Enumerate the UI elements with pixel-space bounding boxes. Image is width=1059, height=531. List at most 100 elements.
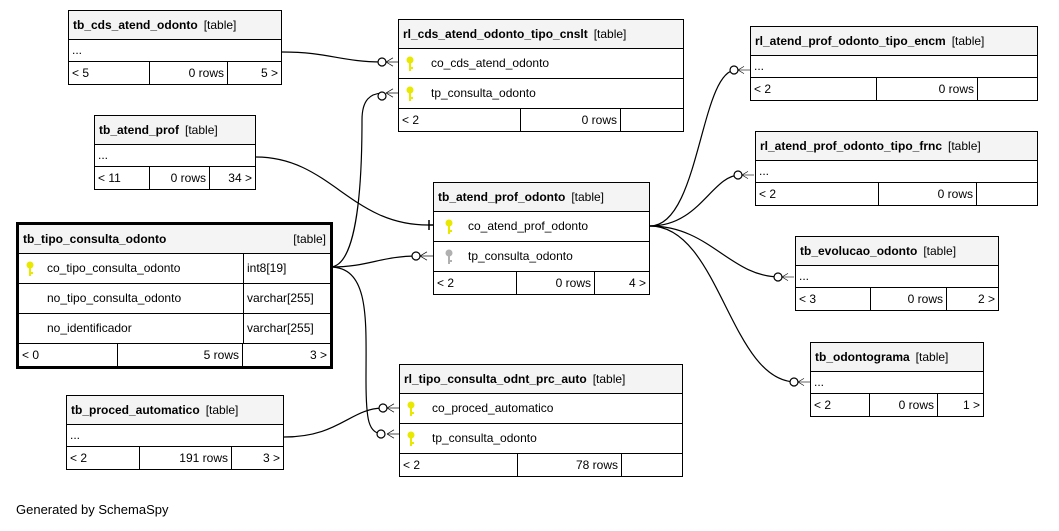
table-footer: < 5 0 rows 5 > (69, 62, 281, 84)
children-link[interactable]: 3 > (231, 447, 283, 469)
edge-cds-to-rl-cnslt (281, 51, 385, 63)
column-row[interactable]: no_tipo_consulta_odonto varchar[255] (19, 284, 330, 314)
column-row[interactable]: tp_consulta_odonto (400, 424, 682, 454)
row-count: 0 rows (516, 272, 594, 294)
column-name: tp_consulta_odonto (431, 86, 536, 100)
marker-frnc (733, 170, 743, 180)
column-name: tp_consulta_odonto (432, 431, 537, 445)
table-tb-evolucao-odonto[interactable]: tb_evolucao_odonto[table] ... < 3 0 rows… (795, 236, 999, 311)
table-footer: < 2 0 rows 1 > (811, 394, 983, 416)
table-header: rl_cds_atend_odonto_tipo_cnslt [table] (399, 20, 683, 49)
table-ellipsis: ... (796, 266, 998, 288)
parents-link[interactable]: < 2 (754, 82, 772, 96)
table-name[interactable]: tb_atend_prof_odonto (438, 190, 566, 204)
table-tb-odontograma[interactable]: tb_odontograma[table] ... < 2 0 rows 1 > (810, 342, 984, 417)
table-name[interactable]: rl_cds_atend_odonto_tipo_cnslt (403, 27, 588, 41)
column-name: co_tipo_consulta_odonto (47, 261, 181, 275)
column-row[interactable]: co_tipo_consulta_odonto int8[19] (19, 254, 330, 284)
column-row[interactable]: tp_consulta_odonto (399, 79, 683, 109)
table-rl-cds-atend-odonto-tipo-cnslt[interactable]: rl_cds_atend_odonto_tipo_cnslt [table] co… (398, 19, 684, 132)
children-link[interactable] (620, 109, 683, 131)
column-row[interactable]: co_cds_atend_odonto (399, 49, 683, 79)
table-tag: [table] (571, 190, 605, 204)
table-name[interactable]: tb_odontograma (815, 350, 910, 364)
table-name[interactable]: tb_evolucao_odonto (800, 244, 918, 258)
column-row[interactable]: no_identificador varchar[255] (19, 314, 330, 344)
table-tb-atend-prof[interactable]: tb_atend_prof[table] ... < 11 0 rows 34 … (94, 115, 256, 190)
table-name[interactable]: rl_tipo_consulta_odnt_prc_auto (404, 372, 587, 386)
table-footer: < 2 0 rows (751, 78, 1037, 100)
marker-rl-prc-tp (376, 429, 386, 439)
row-count: 78 rows (517, 454, 621, 476)
parents-link[interactable]: < 3 (799, 292, 817, 306)
parents-link[interactable]: < 11 (98, 171, 121, 185)
children-link[interactable]: 4 > (594, 272, 649, 294)
primary-key-icon (406, 56, 414, 71)
parents-link[interactable]: < 2 (437, 276, 455, 290)
table-tag: [table] (293, 232, 326, 246)
marker-evolucao (773, 272, 783, 282)
row-count: 0 rows (149, 167, 209, 189)
children-link[interactable]: 1 > (937, 394, 983, 416)
table-tag: [table] (915, 350, 949, 364)
primary-key-icon (406, 86, 414, 101)
table-tb-proced-automatico[interactable]: tb_proced_automatico[table] ... < 2 191 … (66, 395, 284, 470)
table-tag: [table] (185, 123, 218, 137)
table-tb-atend-prof-odonto[interactable]: tb_atend_prof_odonto [table] co_atend_pro… (433, 182, 650, 295)
column-name: no_identificador (47, 321, 132, 335)
marker-rl-cnslt-co (377, 57, 387, 67)
table-ellipsis: ... (751, 56, 1037, 78)
column-type: varchar[255] (243, 314, 314, 344)
table-footer: < 2 0 rows (399, 109, 683, 131)
table-rl-tipo-consulta-odnt-prc-auto[interactable]: rl_tipo_consulta_odnt_prc_auto [table] co… (399, 364, 683, 477)
children-link[interactable]: 3 > (242, 344, 330, 366)
column-type: int8[19] (243, 254, 286, 284)
table-rl-atend-prof-odonto-tipo-encm[interactable]: rl_atend_prof_odonto_tipo_encm[table] ..… (750, 26, 1038, 101)
table-header: tb_tipo_consulta_odonto [table] (19, 225, 330, 254)
parents-link[interactable]: < 2 (402, 113, 420, 127)
table-name[interactable]: rl_atend_prof_odonto_tipo_encm (755, 34, 946, 48)
parents-link[interactable]: < 0 (22, 348, 40, 362)
foreign-key-icon (445, 249, 453, 264)
table-tag: [table] (592, 372, 626, 386)
column-row[interactable]: co_proced_automatico (400, 394, 682, 424)
primary-key-icon (407, 401, 415, 416)
table-rl-atend-prof-odonto-tipo-frnc[interactable]: rl_atend_prof_odonto_tipo_frnc[table] ..… (755, 131, 1038, 206)
table-name[interactable]: tb_tipo_consulta_odonto (23, 232, 167, 246)
children-link[interactable] (976, 183, 1037, 205)
table-footer: < 2 78 rows (400, 454, 682, 476)
children-link[interactable]: 34 > (209, 167, 255, 189)
parents-link[interactable]: < 2 (814, 398, 832, 412)
table-name[interactable]: tb_proced_automatico (71, 403, 200, 417)
children-link[interactable]: 5 > (227, 62, 281, 84)
column-name: co_cds_atend_odonto (431, 56, 550, 70)
edge-tipo-to-rl-cnslt (329, 92, 385, 268)
children-link[interactable] (977, 78, 1037, 100)
children-link[interactable]: 2 > (946, 288, 998, 310)
table-tag: [table] (205, 403, 239, 417)
parents-link[interactable]: < 2 (70, 451, 88, 465)
table-name[interactable]: tb_cds_atend_odonto (73, 18, 198, 32)
table-footer: < 2 0 rows (756, 183, 1037, 205)
column-name: no_tipo_consulta_odonto (47, 291, 182, 305)
column-name: tp_consulta_odonto (468, 249, 573, 263)
children-link[interactable] (621, 454, 682, 476)
table-tag: [table] (593, 27, 627, 41)
table-ellipsis: ... (67, 425, 283, 447)
edge-apo-to-evolucao (649, 225, 781, 278)
edge-tipo-to-rl-prc (329, 266, 385, 435)
parents-link[interactable]: < 5 (72, 66, 90, 80)
column-row[interactable]: tp_consulta_odonto (434, 242, 649, 272)
table-tb-cds-atend-odonto[interactable]: tb_cds_atend_odonto[table] ... < 5 0 row… (68, 10, 282, 85)
table-tb-tipo-consulta-odonto[interactable]: tb_tipo_consulta_odonto [table] co_tipo_c… (16, 222, 333, 369)
row-count: 5 rows (117, 344, 242, 366)
table-name[interactable]: rl_atend_prof_odonto_tipo_frnc (760, 139, 943, 153)
row-count: 0 rows (520, 109, 620, 131)
table-name[interactable]: tb_atend_prof (99, 123, 180, 137)
column-type: varchar[255] (243, 284, 314, 314)
primary-key-icon (445, 219, 453, 234)
column-row[interactable]: co_atend_prof_odonto (434, 212, 649, 242)
parents-link[interactable]: < 2 (759, 187, 777, 201)
parents-link[interactable]: < 2 (403, 458, 421, 472)
row-count: 0 rows (869, 394, 937, 416)
